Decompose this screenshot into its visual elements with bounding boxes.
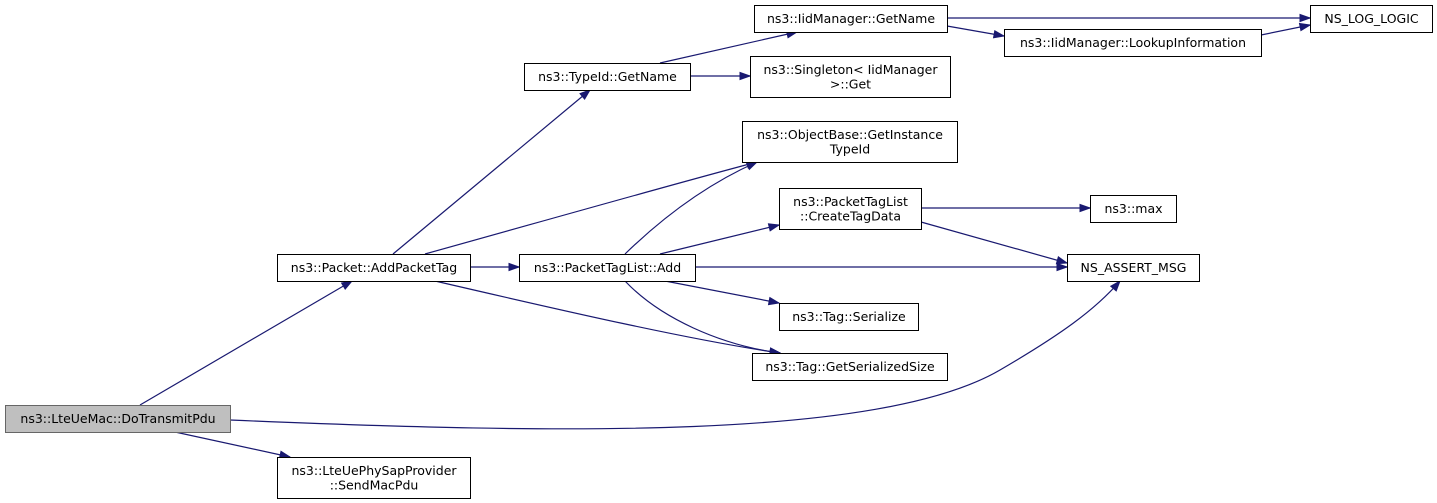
edge-arrowhead <box>579 89 592 101</box>
edge-iidmanager-getname-to-ns-log-logic <box>947 13 1312 23</box>
node-packettaglist-add[interactable]: ns3::PacketTagList::Add <box>519 254 696 282</box>
node-max[interactable]: ns3::max <box>1090 195 1177 223</box>
node-label: ns3::LteUeMac::DoTransmitPdu <box>20 411 215 426</box>
node-typeid-getname[interactable]: ns3::TypeId::GetName <box>524 63 691 91</box>
edge-addpackettag-to-packettaglist-add <box>470 262 521 272</box>
node-iidmanager-getname[interactable]: ns3::IidManager::GetName <box>754 5 948 33</box>
node-label: ns3::IidManager::GetName <box>767 11 935 26</box>
edge-packettaglist-add-to-ns-assert-msg <box>695 262 1069 272</box>
edge-line <box>392 89 591 255</box>
node-label: ns3::LteUePhySapProvider <box>291 463 457 478</box>
edge-line <box>229 280 1121 430</box>
edge-lookupinformation-to-ns-log-logic <box>1260 22 1312 36</box>
edge-dotransmitpdu-to-sendmacpdu <box>174 431 292 459</box>
node-sendmacpdu[interactable]: ns3::LteUePhySapProvider::SendMacPdu <box>277 457 471 499</box>
node-label: ns3::Packet::AddPacketTag <box>291 260 457 275</box>
node-box <box>752 353 948 381</box>
edge-line <box>174 431 291 458</box>
node-createtagdata[interactable]: ns3::PacketTagList::CreateTagData <box>779 188 922 230</box>
edge-line <box>424 161 758 255</box>
nodes-layer: ns3::LteUeMac::DoTransmitPdu ns3::Packet:… <box>5 5 1433 499</box>
edge-line <box>659 31 798 64</box>
node-singleton-get[interactable]: ns3::Singleton< IidManager>::Get <box>750 56 951 98</box>
edge-arrowhead <box>1079 203 1092 213</box>
node-box <box>742 121 958 163</box>
node-box <box>1090 195 1177 223</box>
edge-arrowhead <box>1055 256 1069 265</box>
edge-addpackettag-to-tag-getserializedsize <box>434 280 782 356</box>
node-tag-serialize[interactable]: ns3::Tag::Serialize <box>779 303 919 331</box>
edge-arrowhead <box>767 296 781 306</box>
node-box <box>277 254 471 282</box>
edge-addpackettag-to-typeid-getname <box>392 89 592 255</box>
node-label: ns3::Singleton< IidManager <box>763 62 938 77</box>
edge-packettaglist-add-to-createtagdata <box>659 223 781 255</box>
node-label: ns3::PacketTagList::Add <box>534 260 681 275</box>
edge-createtagdata-to-max <box>921 203 1092 213</box>
edge-typeid-getname-to-singleton-get <box>690 71 752 81</box>
node-tag-getserializedsize[interactable]: ns3::Tag::GetSerializedSize <box>752 353 948 381</box>
node-label: >::Get <box>830 76 871 91</box>
edges-layer <box>139 13 1312 459</box>
node-label: TypeId <box>829 141 870 156</box>
edge-arrowhead <box>340 280 354 291</box>
edge-createtagdata-to-ns-assert-msg <box>920 221 1069 265</box>
node-lookupinformation[interactable]: ns3::IidManager::LookupInformation <box>1004 29 1262 57</box>
edge-arrowhead <box>992 29 1006 39</box>
edge-addpackettag-to-getinstancetypeid <box>424 160 759 255</box>
node-label: ns3::TypeId::GetName <box>538 69 677 84</box>
edge-arrowhead <box>508 262 521 272</box>
node-box <box>519 254 696 282</box>
node-label: NS_ASSERT_MSG <box>1081 260 1187 275</box>
edge-line <box>664 280 780 304</box>
node-box <box>779 188 922 230</box>
node-label: ns3::max <box>1104 201 1162 216</box>
node-label: ::SendMacPdu <box>330 477 419 492</box>
edge-arrowhead <box>1298 22 1312 32</box>
node-box <box>1310 5 1433 33</box>
node-label: ns3::PacketTagList <box>793 194 908 209</box>
edge-packettaglist-add-to-tag-getserializedsize <box>624 280 782 356</box>
node-label: ::CreateTagData <box>800 208 901 223</box>
edge-packettaglist-add-to-tag-serialize <box>664 280 781 306</box>
edge-arrowhead <box>767 223 781 232</box>
edge-line <box>920 221 1068 264</box>
node-label: ns3::ObjectBase::GetInstance <box>757 127 943 142</box>
edge-line <box>659 224 780 255</box>
node-dotransmitpdu[interactable]: ns3::LteUeMac::DoTransmitPdu <box>5 405 231 433</box>
edge-arrowhead <box>1056 262 1069 272</box>
edge-dotransmitpdu-to-ns-assert-msg <box>229 279 1121 430</box>
edge-arrowhead <box>1299 13 1312 23</box>
edge-line <box>624 280 781 354</box>
edge-packettaglist-add-to-getinstancetypeid <box>624 161 759 255</box>
node-addpackettag[interactable]: ns3::Packet::AddPacketTag <box>277 254 471 282</box>
edge-iidmanager-getname-to-lookupinformation <box>946 25 1006 39</box>
edge-line <box>434 280 781 354</box>
node-label: ns3::Tag::Serialize <box>792 309 906 324</box>
node-label: ns3::Tag::GetSerializedSize <box>765 359 935 374</box>
node-label: ns3::IidManager::LookupInformation <box>1020 35 1246 50</box>
node-label: NS_LOG_LOGIC <box>1324 11 1419 26</box>
node-box <box>1004 29 1262 57</box>
node-box <box>277 457 471 499</box>
node-ns-log-logic[interactable]: NS_LOG_LOGIC <box>1310 5 1433 33</box>
edge-arrowhead <box>739 71 752 81</box>
node-box <box>779 303 919 331</box>
node-box <box>750 56 951 98</box>
node-box <box>524 63 691 91</box>
edge-dotransmitpdu-to-addpackettag <box>139 280 354 406</box>
edge-line <box>624 161 758 255</box>
node-ns-assert-msg[interactable]: NS_ASSERT_MSG <box>1067 254 1200 282</box>
node-box <box>754 5 948 33</box>
edge-arrowhead <box>1109 279 1121 292</box>
edge-line <box>139 280 353 406</box>
node-box <box>5 405 231 433</box>
node-box <box>1067 254 1200 282</box>
